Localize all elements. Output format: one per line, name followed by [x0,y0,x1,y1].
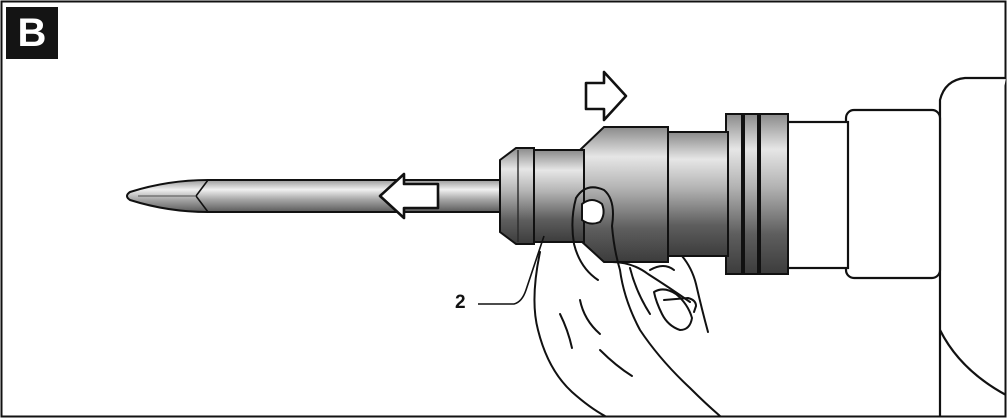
callout-label-2: 2 [455,292,466,313]
panel-label-badge: B [6,7,58,59]
tool-holder-rings [725,113,789,275]
insert-chisel-arrow [378,172,440,220]
panel-label-text: B [17,10,47,55]
chisel [126,179,501,213]
tool-holder-body [579,126,729,263]
hammer-housing [784,76,1007,416]
callout-leader-2 [478,235,545,305]
locking-sleeve [499,147,585,245]
pull-sleeve-back-arrow [584,70,628,122]
hand [533,186,721,417]
